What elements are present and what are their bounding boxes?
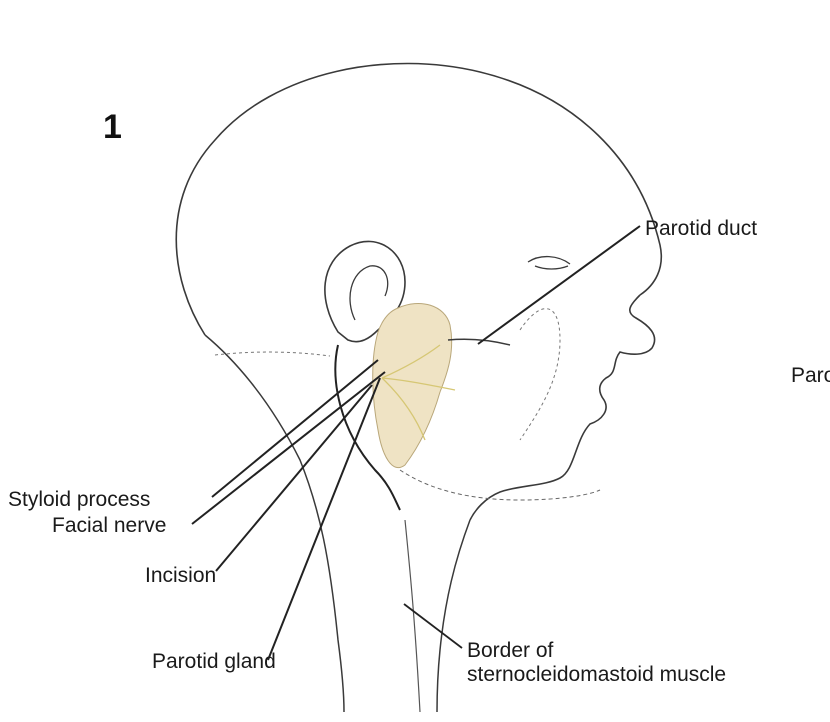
leader-border xyxy=(404,604,462,648)
neck-front xyxy=(437,520,470,712)
neck-inner xyxy=(405,520,420,712)
leader-incision xyxy=(216,385,372,571)
label-parotid-gland: Parotid gland xyxy=(152,650,276,674)
label-border-line1: Border of xyxy=(467,639,553,662)
label-border-sternocleidomastoid: Border of sternocleidomastoid muscle xyxy=(467,639,726,687)
label-facial-nerve: Facial nerve xyxy=(52,514,166,538)
label-border-line2: sternocleidomastoid muscle xyxy=(467,663,726,687)
hairline-dashed xyxy=(215,352,330,356)
label-styloid-process: Styloid process xyxy=(8,488,150,512)
leader-facial xyxy=(192,372,385,524)
eye xyxy=(528,257,570,269)
leader-parotid-duct xyxy=(478,226,640,344)
label-parotid-duct: Parotid duct xyxy=(645,217,757,241)
head-outline xyxy=(176,63,661,335)
parotid-gland-shape xyxy=(373,303,452,467)
label-incision: Incision xyxy=(145,564,216,588)
label-clipped-right: Parotic xyxy=(791,364,830,388)
ear-inner xyxy=(350,266,388,320)
mandible-dashed xyxy=(520,309,560,440)
figure-number: 1 xyxy=(103,108,122,147)
jaw-dashed xyxy=(400,470,600,500)
